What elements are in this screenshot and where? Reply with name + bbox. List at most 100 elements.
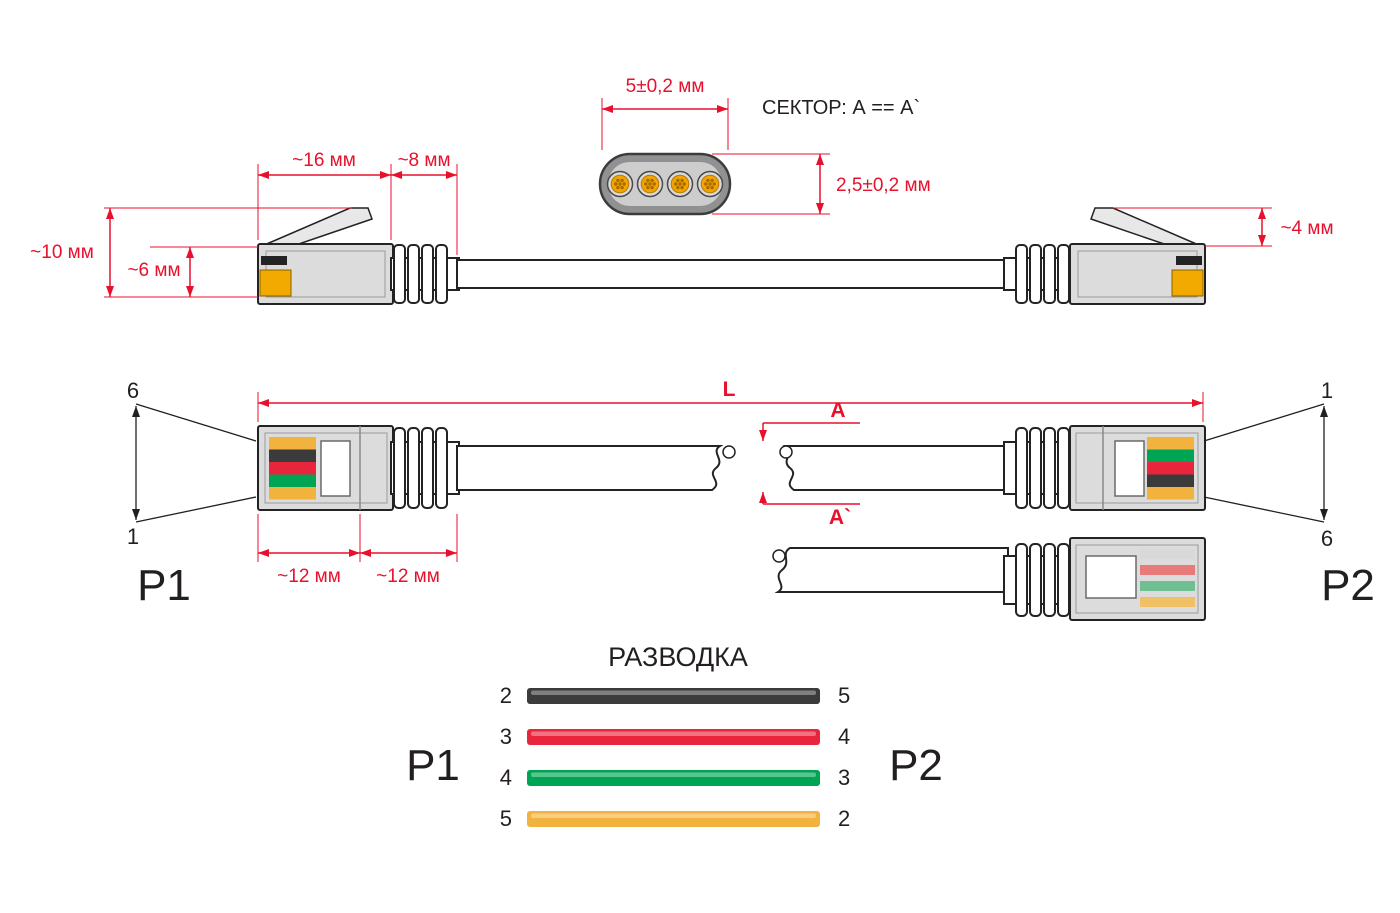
pin-number-6: 6	[1321, 526, 1333, 551]
boot-contacts-left	[390, 427, 460, 509]
cross-section: 5±0,2 мм 2,5±0,2 мм СЕКТОР: А == А`	[598, 76, 931, 216]
conductor-2	[636, 170, 664, 198]
boot-side-left	[390, 244, 460, 304]
wire-stripe	[269, 449, 316, 462]
plug-face	[1075, 432, 1199, 504]
wire-row-red: 3 4	[500, 724, 851, 749]
boot-rib	[435, 427, 448, 509]
cable-right-segment	[782, 445, 1011, 491]
rj-plug-side-right	[1069, 207, 1206, 305]
wire-pin-left: 3	[500, 724, 512, 749]
contact-block-left	[259, 269, 292, 297]
boot-rib	[1029, 244, 1042, 304]
boot-rib	[407, 427, 420, 509]
dim-plug-sections: ~12 мм ~12 мм	[257, 514, 458, 587]
plug-face	[264, 432, 388, 504]
contact-strip-right	[1176, 256, 1202, 265]
break-curl-left	[722, 445, 736, 459]
wire-bar-highlight	[531, 731, 816, 736]
wire-bar-yellow	[527, 811, 820, 827]
wire-pin-left: 5	[500, 806, 512, 831]
dim-12mm-boot-label: ~12 мм	[376, 566, 440, 587]
pin-fan-left: 6 1	[127, 378, 257, 549]
boot-contacts-right	[1003, 427, 1073, 509]
break-a-label: А	[830, 399, 845, 422]
wire-row-yellow: 5 2	[500, 806, 851, 831]
contact-strip-left	[261, 256, 287, 265]
wire-pin-right: 3	[838, 765, 850, 790]
pin-fan-right: 1 6	[1203, 378, 1333, 551]
pin-number-1: 1	[1321, 378, 1333, 403]
boot-rib	[1029, 543, 1042, 617]
wire-stripe	[1147, 449, 1194, 462]
wire-window	[320, 440, 351, 497]
dim-12mm-body-label: ~12 мм	[277, 566, 341, 587]
dim-connector-length: ~16 мм ~8 мм	[257, 150, 458, 255]
dim-section-height: 2,5±0,2 мм	[712, 153, 931, 215]
wire-pin-right: 2	[838, 806, 850, 831]
wire-pin-right: 5	[838, 683, 850, 708]
contact-view: L А	[127, 378, 1375, 621]
plug-face	[1075, 544, 1199, 614]
wire-stripe	[1140, 549, 1195, 559]
boot-rib	[393, 244, 406, 304]
dim-latch-height: ~4 мм	[1113, 207, 1334, 247]
break-callout-top: А	[759, 399, 860, 441]
wire-bar-green	[527, 770, 820, 786]
boot-rib	[1015, 427, 1028, 509]
dim-plug-height: ~10 мм ~6 мм	[30, 207, 352, 298]
boot-rib	[421, 244, 434, 304]
rj-plug-contacts-left	[257, 425, 394, 511]
rj-plug-side-left	[257, 207, 394, 305]
cable-rear-segment	[774, 547, 1009, 593]
boot-rib	[421, 427, 434, 509]
wire-stripe	[1147, 474, 1194, 487]
boot-rib	[1057, 244, 1070, 304]
wire-pin-right: 4	[838, 724, 850, 749]
wire-stripe	[1147, 487, 1194, 500]
pin-number-6: 6	[127, 378, 139, 403]
dim-8mm-label: ~8 мм	[397, 150, 450, 171]
rj-plug-rear-right	[772, 537, 1206, 621]
dim-4mm-label: ~4 мм	[1280, 218, 1333, 239]
contact-block-right	[1171, 269, 1204, 297]
wire-window	[1114, 440, 1145, 497]
dim-2.5mm-label: 2,5±0,2 мм	[836, 175, 931, 196]
wire-stripe	[1147, 462, 1194, 475]
wire-bar-red	[527, 729, 820, 745]
sector-note: СЕКТОР: А == А`	[762, 97, 920, 119]
boot-side-right	[1003, 244, 1073, 304]
boot-rib	[435, 244, 448, 304]
dim-6mm-label: ~6 мм	[127, 260, 180, 281]
wiring-map: РАЗВОДКА P1 P2 2 5 3 4 4 3 5 2	[406, 642, 943, 831]
side-view: ~16 мм ~8 мм ~10 мм ~6 мм ~4 мм	[30, 150, 1334, 305]
boot-rib	[1043, 427, 1056, 509]
plug-label-p2: P2	[1321, 561, 1375, 610]
wire-bar-black	[527, 688, 820, 704]
dim-5mm-label: 5±0,2 мм	[626, 76, 705, 97]
wire-stripe	[1140, 597, 1195, 607]
wire-pin-left: 4	[500, 765, 512, 790]
latch-right	[1090, 207, 1202, 247]
plug-body-right	[1069, 243, 1206, 305]
boot-rib	[1043, 244, 1056, 304]
pin-fan-line	[1203, 496, 1325, 523]
wire-window	[1085, 555, 1137, 599]
break-callout-bottom: А`	[759, 492, 860, 529]
wiring-plug-label-p1: P1	[406, 741, 460, 790]
cable-left-segment	[456, 445, 724, 491]
wire-bar-highlight	[531, 690, 816, 695]
latch-left	[261, 207, 373, 247]
wire-bar-highlight	[531, 813, 816, 818]
boot-rib	[1057, 543, 1070, 617]
conductor-1	[606, 170, 634, 198]
wire-stripe	[1140, 581, 1195, 591]
boot-rib	[1015, 244, 1028, 304]
wire-stripe	[1147, 437, 1194, 450]
boot-rib	[1043, 543, 1056, 617]
pin-fan-line	[135, 403, 257, 442]
boot-rib	[1057, 427, 1070, 509]
wire-stripe	[1140, 565, 1195, 575]
wiring-plug-label-p2: P2	[889, 741, 943, 790]
